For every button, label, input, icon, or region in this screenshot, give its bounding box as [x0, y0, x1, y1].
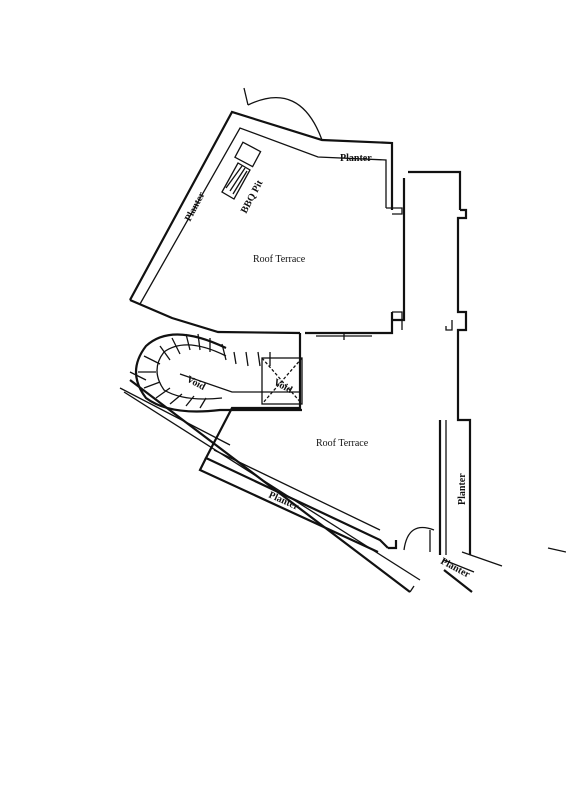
- planter-label-bottom-right: Planter: [439, 556, 473, 581]
- void-label-right: Void: [272, 377, 295, 396]
- bbq-pit: [221, 141, 262, 200]
- door-swing-top: [243, 87, 323, 141]
- right-corridor-walls: [392, 170, 472, 555]
- room-label-roof-terrace-upper: Roof Terrace: [253, 254, 306, 265]
- upper-terrace-walls: [129, 110, 403, 335]
- planter-label-right: Planter: [457, 473, 468, 505]
- void-label-left: Void: [185, 374, 208, 393]
- void-area: [261, 357, 303, 405]
- planter-label-top: Planter: [340, 153, 372, 164]
- room-label-roof-terrace-lower: Roof Terrace: [316, 438, 369, 449]
- lower-terrace-walls: [119, 333, 566, 593]
- staircase: [134, 333, 302, 413]
